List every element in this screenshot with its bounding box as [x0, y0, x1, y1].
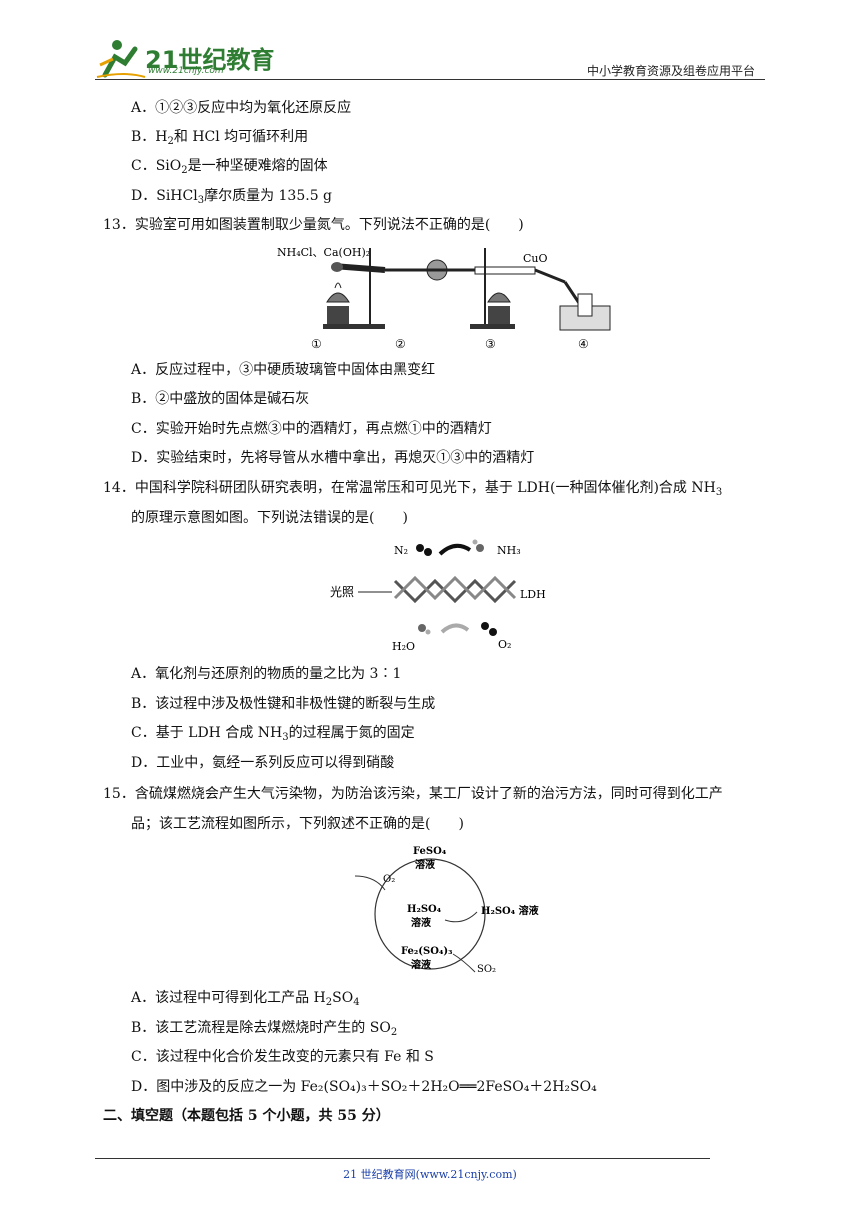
q15-option-a: A．该过程中可得到化工产品 H2SO4	[131, 990, 360, 1008]
footer-divider	[95, 1158, 710, 1159]
q14-option-b: B．该过程中涉及极性键和非极性键的断裂与生成	[131, 696, 436, 712]
header-divider	[95, 79, 765, 80]
label-num-2: ②	[395, 337, 406, 351]
q15-cycle-figure: FeSO₄ 溶液 O₂ H₂SO₄ 溶液 H₂SO₄ 溶液 Fe₂(SO₄)₃ …	[354, 846, 539, 975]
q12-option-d: D．SiHCl3摩尔质量为 135.5 g	[131, 188, 333, 206]
label-ldh: LDH	[520, 588, 546, 601]
q13-apparatus-figure: NH₄Cl、Ca(OH)₂ CuO ① ② ③ ④	[277, 246, 611, 351]
site-title: 中小学教育资源及组卷应用平台	[586, 64, 755, 78]
label-num-1: ①	[311, 337, 322, 351]
label-h2so4-inner-soln: 溶液	[411, 916, 431, 929]
label-light: 光照	[330, 585, 354, 599]
q12-option-c: C．SiO2是一种坚硬难熔的固体	[131, 158, 328, 176]
q13-stem: 13．实验室可用如图装置制取少量氮气。下列说法不正确的是( )	[103, 217, 524, 233]
q13-option-b: B．②中盛放的固体是碱石灰	[131, 391, 310, 407]
q15-option-d: D．图中涉及的反应之一为 Fe₂(SO₄)₃＋SO₂＋2H₂O══2FeSO₄＋…	[131, 1079, 597, 1095]
label-o2: O₂	[498, 638, 511, 651]
q14-stem-line1: 14．中国科学院科研团队研究表明，在常温常压和可见光下，基于 LDH(一种固体催…	[103, 480, 723, 498]
label-num-4: ④	[578, 337, 589, 351]
q14-option-a: A．氧化剂与还原剂的物质的量之比为 3∶1	[131, 666, 402, 682]
label-feso4: FeSO₄	[413, 846, 447, 857]
label-so2-in: SO₂	[477, 964, 496, 975]
label-fe2so43: Fe₂(SO₄)₃	[401, 946, 452, 957]
q15-option-c: C．该过程中化合价发生改变的元素只有 Fe 和 S	[131, 1049, 434, 1065]
label-fe2so43-soln: 溶液	[411, 958, 431, 971]
q13-option-a: A．反应过程中，③中硬质玻璃管中固体由黑变红	[131, 362, 436, 378]
q15-stem-line2: 品；该工艺流程如图所示，下列叙述不正确的是( )	[131, 816, 464, 832]
label-feso4-soln: 溶液	[415, 858, 435, 871]
label-num-3: ③	[485, 337, 496, 351]
site-logo	[96, 40, 146, 78]
footer-text: 21 世纪教育网(www.21cnjy.com)	[343, 1168, 517, 1181]
label-h2so4-out: H₂SO₄ 溶液	[481, 904, 539, 917]
label-cuo: CuO	[523, 252, 548, 265]
logo-text: 21世纪教育	[145, 46, 275, 74]
q12-option-a: A．①②③反应中均为氧化还原反应	[131, 100, 352, 116]
q12-option-b: B．H2和 HCl 均可循环利用	[131, 129, 309, 147]
logo-url: www.21cnjy.com	[148, 66, 224, 76]
q15-option-b: B．该工艺流程是除去煤燃烧时产生的 SO2	[131, 1020, 398, 1038]
q14-ldh-figure: N₂ NH₃ 光照 LDH H₂O O₂	[330, 539, 546, 653]
label-nh3: NH₃	[497, 544, 521, 557]
q14-option-c: C．基于 LDH 合成 NH3的过程属于氮的固定	[131, 725, 415, 743]
label-h2so4-inner: H₂SO₄	[407, 904, 442, 915]
label-h2o: H₂O	[392, 640, 415, 653]
label-n2: N₂	[394, 544, 408, 557]
q14-option-d: D．工业中，氨经一系列反应可以得到硝酸	[131, 755, 395, 771]
section-2-heading: 二、填空题（本题包括 5 个小题，共 55 分）	[103, 1108, 390, 1124]
q13-option-d: D．实验结束时，先将导管从水槽中拿出，再熄灭①③中的酒精灯	[131, 450, 535, 466]
q14-stem-line2: 的原理示意图如图。下列说法错误的是( )	[131, 510, 408, 526]
label-o2-in: O₂	[383, 874, 395, 885]
q15-stem-line1: 15．含硫煤燃烧会产生大气污染物，为防治该污染，某工厂设计了新的治污方法，同时可…	[103, 786, 723, 802]
q13-option-c: C．实验开始时先点燃③中的酒精灯，再点燃①中的酒精灯	[131, 421, 492, 437]
label-reagents: NH₄Cl、Ca(OH)₂	[277, 246, 370, 259]
